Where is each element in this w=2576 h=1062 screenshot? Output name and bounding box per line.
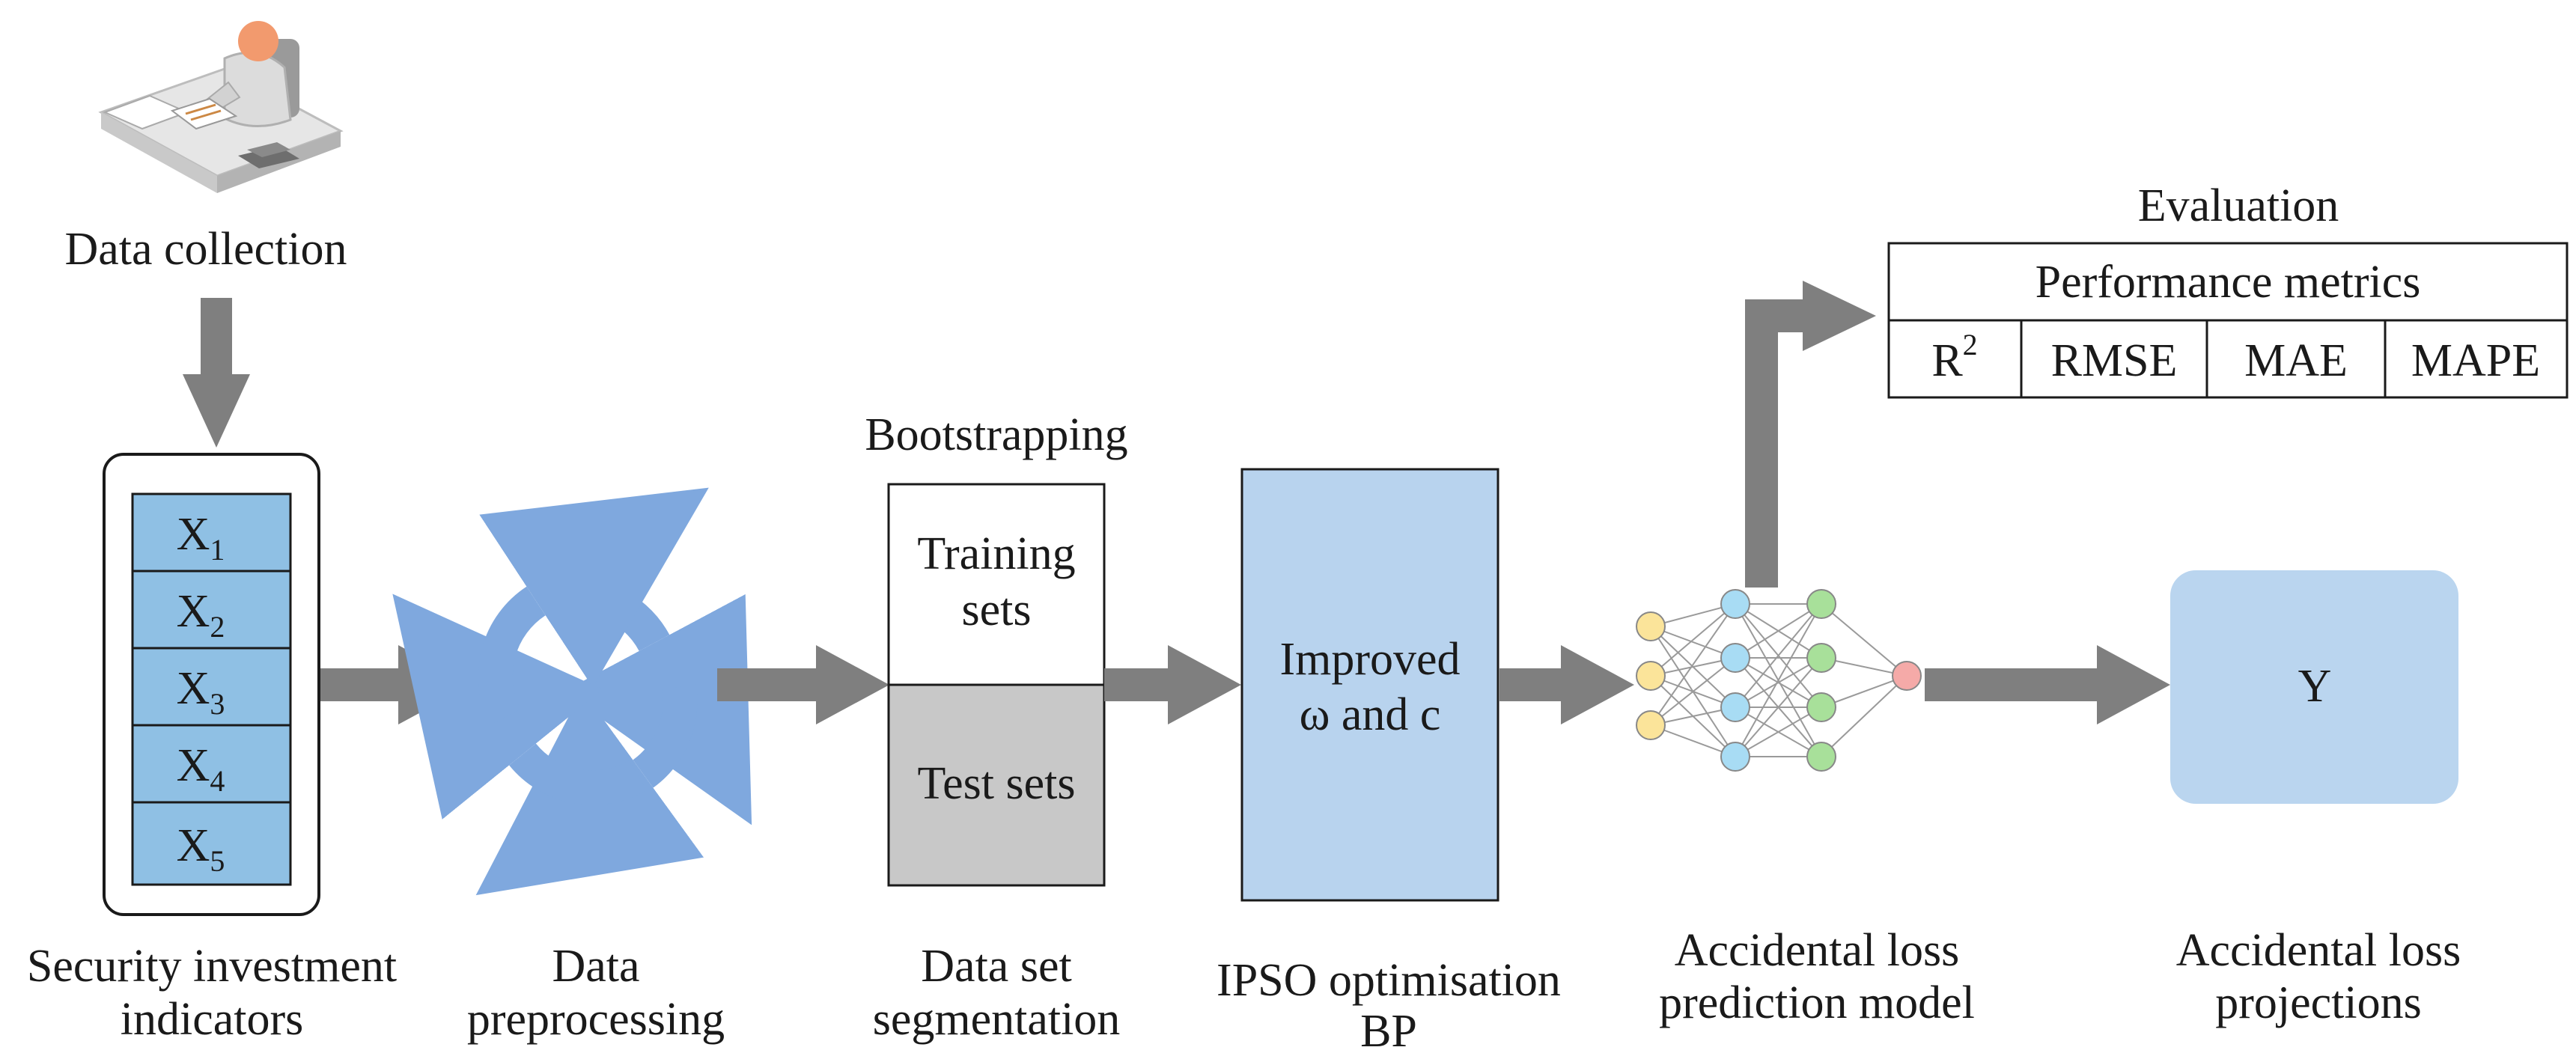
indicators-label-line2: indicators xyxy=(121,994,304,1045)
output-box xyxy=(2170,570,2458,804)
arrow-right-2 xyxy=(717,645,889,724)
indicator-x1: X1 xyxy=(177,509,225,567)
preprocessing-label-line2: preprocessing xyxy=(467,994,725,1045)
indicator-x3: X3 xyxy=(177,663,225,721)
indicator-cell-5 xyxy=(131,801,292,886)
arrow-right-1 xyxy=(320,645,472,724)
training-sets-box xyxy=(887,483,1106,686)
training-sets-line2: sets xyxy=(962,585,1032,635)
person-at-desk-icon xyxy=(98,21,344,193)
improved-box xyxy=(1240,468,1499,902)
training-sets-line1: Training xyxy=(917,528,1075,579)
model-label-line1: Accidental loss xyxy=(1675,925,1960,976)
metric-mae: MAE xyxy=(2244,335,2348,386)
indicator-x5: X5 xyxy=(177,820,225,878)
refresh-cycle-icon xyxy=(392,487,752,896)
evaluation-title: Evaluation xyxy=(2138,180,2339,231)
model-label-line2: prediction model xyxy=(1659,977,1975,1028)
data-collection-label: Data collection xyxy=(65,224,347,275)
arrow-to-evaluation xyxy=(1745,281,1876,588)
indicator-list: X1 X2 X3 X4 X5 xyxy=(131,492,292,886)
ipso-label-line1: IPSO optimisation xyxy=(1217,955,1561,1006)
indicator-x2: X2 xyxy=(177,586,225,644)
metric-rmse: RMSE xyxy=(2051,335,2178,386)
segmentation-label-line2: segmentation xyxy=(873,994,1121,1045)
improved-line2: ω and c xyxy=(1300,689,1441,740)
test-sets-label: Test sets xyxy=(918,758,1076,809)
arrow-down xyxy=(183,298,250,448)
improved-line1: Improved xyxy=(1279,634,1460,685)
projections-label-line2: projections xyxy=(2215,977,2422,1028)
indicator-cell-1 xyxy=(131,492,292,573)
preprocessing-label-line1: Data xyxy=(552,941,639,992)
metrics-table xyxy=(1887,242,2569,399)
indicator-cell-2 xyxy=(131,570,292,650)
indicator-cell-4 xyxy=(131,724,292,804)
indicators-label-line1: Security investment xyxy=(27,941,397,992)
metric-mape: MAPE xyxy=(2411,335,2540,386)
indicator-cell-3 xyxy=(131,647,292,727)
arrow-right-4 xyxy=(1499,645,1634,724)
test-sets-box xyxy=(887,683,1106,887)
bootstrapping-label: Bootstrapping xyxy=(865,409,1127,460)
segmentation-label-line1: Data set xyxy=(921,941,1071,992)
projections-label-line1: Accidental loss xyxy=(2176,925,2461,976)
indicator-x4: X4 xyxy=(177,740,225,798)
arrow-right-3 xyxy=(1104,645,1241,724)
output-label: Y xyxy=(2298,661,2332,712)
metric-r2: R2 xyxy=(1931,328,1977,386)
neural-network-icon xyxy=(1636,589,1922,772)
arrow-right-5 xyxy=(1925,645,2170,724)
ipso-label-line2: BP xyxy=(1360,1006,1417,1057)
performance-metrics-header: Performance metrics xyxy=(2035,257,2421,308)
